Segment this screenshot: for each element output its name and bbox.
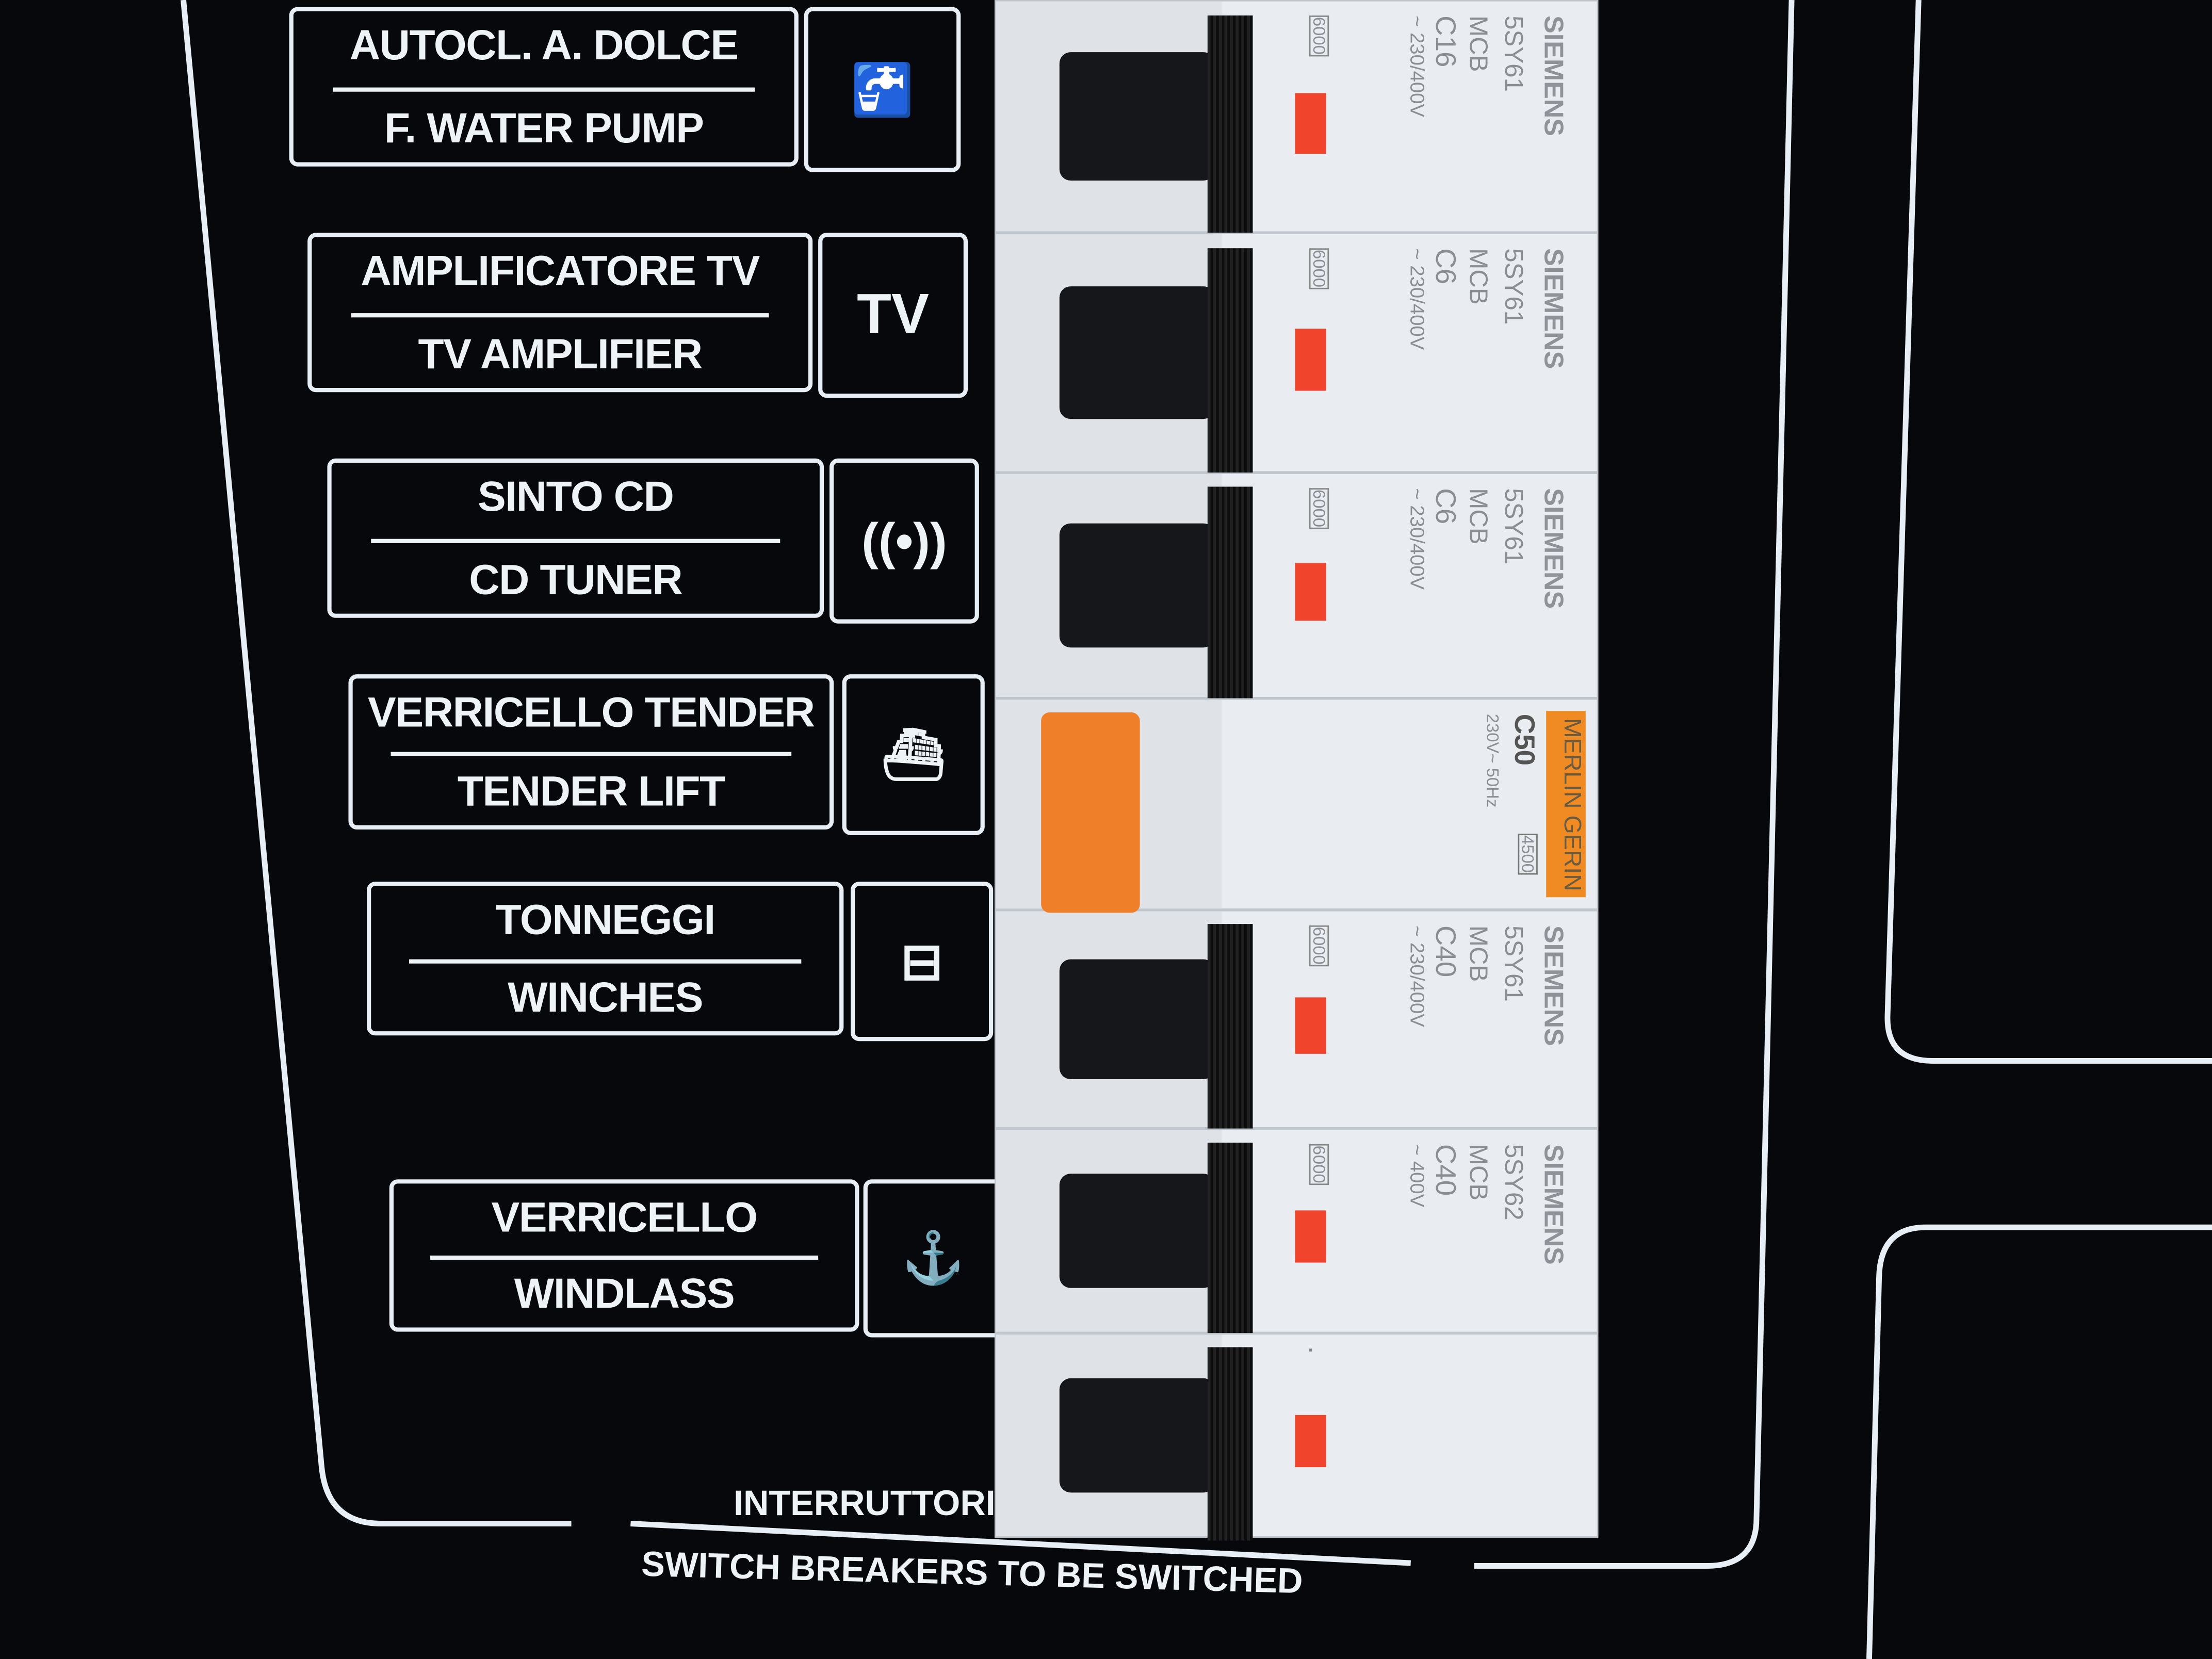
circuit-label: AMPLIFICATORE TV TV AMPLIFIER: [307, 233, 813, 393]
tender-boat-icon: ⛴: [842, 674, 985, 835]
breaker-handle[interactable]: [1207, 15, 1253, 236]
breaker-handle[interactable]: [1207, 924, 1253, 1132]
brand-label: SIEMENS: [1537, 248, 1568, 369]
circuit-label: TONNEGGI WINCHES: [367, 882, 844, 1036]
brand-label: SIEMENS: [1537, 1144, 1568, 1265]
water-tap-icon: 🚰: [804, 7, 961, 172]
capacity: 6000: [1309, 1144, 1329, 1185]
rating: C6: [1429, 248, 1460, 285]
label-english: TV AMPLIFIER: [418, 331, 703, 378]
rating: C6: [1429, 488, 1460, 525]
trip-indicator: [1295, 329, 1326, 391]
tv-icon: TV: [818, 233, 968, 398]
label-english: WINCHES: [508, 974, 703, 1021]
breaker-toggle[interactable]: [1059, 1174, 1215, 1288]
trip-indicator: [1295, 93, 1326, 153]
circuit-label: AUTOCL. A. DOLCE F. WATER PUMP: [289, 7, 799, 167]
label-divider: [391, 752, 792, 756]
label-divider: [408, 958, 802, 963]
capacity: 4500: [1518, 834, 1538, 874]
circuit-label: VERRICELLO TENDER TENDER LIFT: [348, 674, 834, 830]
brand-label: SIEMENS: [1537, 488, 1568, 609]
circuit-label: VERRICELLO WINDLASS: [389, 1179, 859, 1332]
breaker-handle[interactable]: [1207, 1346, 1253, 1540]
capacity: [1309, 1348, 1312, 1352]
label-italian: AUTOCL. A. DOLCE: [349, 22, 739, 70]
trip-indicator: [1295, 997, 1326, 1054]
capacity: 6000: [1309, 488, 1329, 529]
brand-label: SIEMENS: [1537, 925, 1568, 1046]
voltage: ~ 230/400V: [1406, 248, 1429, 350]
label-english: CD TUNER: [469, 557, 682, 604]
capacity: 6000: [1309, 248, 1329, 289]
label-divider: [333, 87, 754, 91]
orange-toggle-handle[interactable]: [1041, 712, 1140, 913]
breaker-toggle[interactable]: [1059, 52, 1215, 181]
label-divider: [351, 312, 769, 317]
label-italian: VERRICELLO: [491, 1195, 758, 1242]
circuit-breaker: [994, 1333, 1599, 1540]
voltage: ~ 400V: [1406, 1144, 1429, 1208]
label-italian: SINTO CD: [477, 474, 674, 521]
trip-indicator: [1295, 563, 1326, 621]
type: MCB: [1464, 1144, 1493, 1201]
voltage: ~ 230/400V: [1406, 15, 1429, 118]
circuit-breaker: 6000 SIEMENS 5SY61 MCB C6 ~ 230/400V: [994, 473, 1599, 702]
rating: C40: [1429, 1144, 1460, 1196]
voltage: 230V~ 50Hz: [1483, 713, 1503, 808]
circuit-breaker: 6000 SIEMENS 5SY62 MCB C40 ~ 400V: [994, 1128, 1599, 1336]
label-italian: VERRICELLO TENDER: [368, 690, 815, 737]
label-divider: [370, 538, 781, 543]
breaker-toggle[interactable]: [1059, 523, 1215, 648]
circuit-breaker: 6000 SIEMENS 5SY61 MCB C40 ~ 230/400V: [994, 909, 1599, 1132]
anchor-icon: ⚓: [863, 1179, 1003, 1338]
model: 5SY61: [1499, 925, 1528, 1002]
capacity: 6000: [1309, 15, 1329, 56]
label-english: WINDLASS: [514, 1271, 735, 1318]
voltage: ~ 230/400V: [1406, 925, 1429, 1027]
circuit-label: SINTO CD CD TUNER: [327, 458, 824, 618]
label-divider: [430, 1255, 818, 1260]
model: 5SY62: [1499, 1144, 1528, 1221]
radio-waves-icon: ((•)): [829, 458, 979, 624]
label-english: TENDER LIFT: [457, 769, 726, 816]
rating: C40: [1429, 925, 1460, 978]
breaker-handle[interactable]: [1207, 487, 1253, 702]
label-italian: TONNEGGI: [495, 897, 716, 944]
model: 5SY61: [1499, 15, 1528, 92]
brand-label: SIEMENS: [1537, 15, 1568, 136]
circuit-breaker: 6000 SIEMENS 5SY61 MCB C6 ~ 230/400V: [994, 233, 1599, 476]
breaker-toggle[interactable]: [1059, 286, 1215, 419]
breaker-handle[interactable]: [1207, 1142, 1253, 1336]
model: 5SY61: [1499, 248, 1528, 325]
model: 5SY61: [1499, 488, 1528, 565]
rating: C16: [1429, 15, 1460, 68]
footer-italian: INTERRUTTORI: [734, 1484, 996, 1524]
trip-indicator: [1295, 1210, 1326, 1263]
trip-indicator: [1295, 1415, 1326, 1468]
rating: C50: [1508, 713, 1539, 766]
type: MCB: [1464, 15, 1493, 72]
circuit-breaker: 6000 SIEMENS 5SY61 MCB C16 ~ 230/400V: [994, 0, 1599, 236]
brand-label: MERLIN GERIN: [1546, 711, 1586, 898]
label-italian: AMPLIFICATORE TV: [361, 248, 760, 295]
breaker-toggle[interactable]: [1059, 958, 1215, 1080]
voltage: ~ 230/400V: [1406, 488, 1429, 590]
label-english: F. WATER PUMP: [384, 106, 704, 153]
type: MCB: [1464, 925, 1493, 982]
breaker-toggle[interactable]: [1059, 1379, 1215, 1492]
type: MCB: [1464, 488, 1493, 545]
winch-icon: ⊟: [851, 882, 994, 1042]
type: MCB: [1464, 248, 1493, 305]
capacity: 6000: [1309, 925, 1329, 966]
breaker-handle[interactable]: [1207, 248, 1253, 476]
